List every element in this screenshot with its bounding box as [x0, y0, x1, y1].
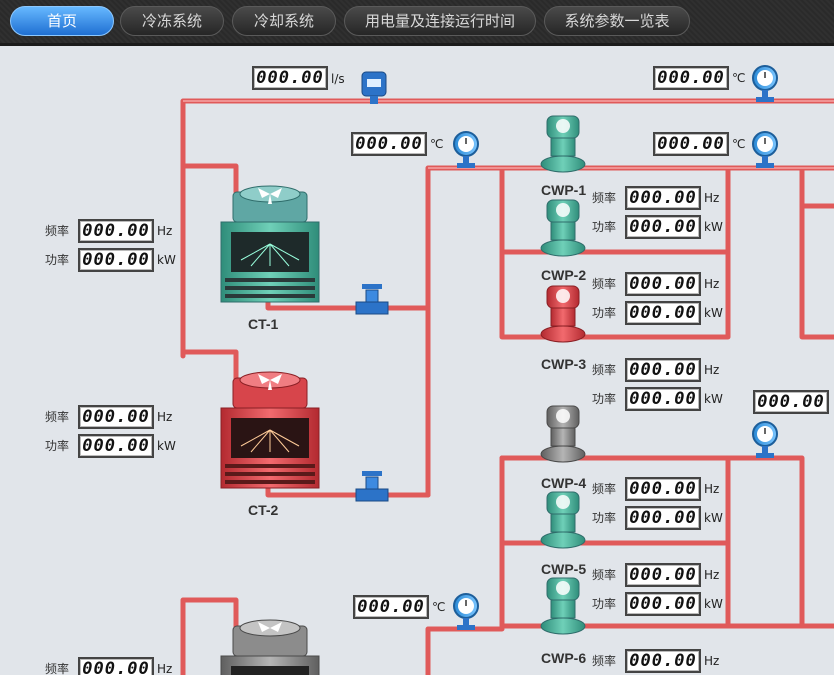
cwp3-name: CWP-3	[541, 356, 587, 372]
cwp5-freq-label: 频率	[592, 568, 617, 582]
hz-unit: Hz	[704, 568, 720, 582]
cwp2-power-label: 功率	[592, 306, 617, 320]
cwp1-power-readout: 000.00	[625, 215, 701, 239]
cwp1-freq-label: 频率	[592, 191, 617, 205]
cwp4-freq-readout: 000.00	[625, 477, 701, 501]
ct1-power-label: 功率	[45, 253, 70, 267]
cwp2-freq-readout: 000.00	[625, 272, 701, 296]
kw-unit: kW	[704, 597, 723, 611]
hz-unit: Hz	[704, 363, 720, 377]
kw-unit: kW	[157, 439, 176, 453]
cwp5-freq-readout: 000.00	[625, 563, 701, 587]
kw-unit: kW	[704, 511, 723, 525]
gauge-icons	[453, 65, 778, 630]
cwp6-freq-label: 频率	[592, 654, 617, 668]
ct1-freq-readout: 000.00	[78, 219, 154, 243]
cooling-water-diagram: 000.00 l/s 000.00 ℃ 000.00 ℃ 000.00 ℃ 00…	[0, 46, 834, 675]
kw-unit: kW	[704, 306, 723, 320]
tab-energy-runtime[interactable]: 用电量及连接运行时间	[344, 6, 536, 36]
cooling-tower-ct1-icon[interactable]	[220, 185, 320, 303]
cwp4-power-readout: 000.00	[625, 506, 701, 530]
cwp3-freq-readout: 000.00	[625, 358, 701, 382]
ct2-power-label: 功率	[45, 439, 70, 453]
valve-icons	[355, 284, 389, 502]
kw-unit: kW	[704, 220, 723, 234]
top-nav: 首页 冷冻系统 冷却系统 用电量及连接运行时间 系统参数一览表	[0, 0, 834, 46]
cwp1-power-label: 功率	[592, 220, 617, 234]
cwp5-power-readout: 000.00	[625, 592, 701, 616]
temp-right-mid-readout: 000.00	[753, 390, 829, 414]
ct2-power-readout: 000.00	[78, 434, 154, 458]
temp-bottom-readout: 000.00	[353, 595, 429, 619]
kw-unit: kW	[704, 392, 723, 406]
temp-unit: ℃	[732, 71, 746, 85]
pipe-network	[180, 65, 834, 675]
cwp3-freq-label: 频率	[592, 363, 617, 377]
hz-unit: Hz	[157, 224, 173, 238]
ct3-freq-label: 频率	[45, 662, 70, 675]
ct1-freq-label: 频率	[45, 224, 70, 238]
kw-unit: kW	[157, 253, 176, 267]
ct2-name: CT-2	[248, 502, 279, 518]
cwp4-name: CWP-4	[541, 475, 587, 491]
cwp1-name: CWP-1	[541, 182, 587, 198]
pump-cwp6-icon[interactable]	[540, 577, 586, 635]
cwp5-name: CWP-5	[541, 561, 587, 577]
cwp2-name: CWP-2	[541, 267, 587, 283]
cwp1-freq-readout: 000.00	[625, 186, 701, 210]
cwp5-power-label: 功率	[592, 597, 617, 611]
hz-unit: Hz	[157, 410, 173, 424]
flow-meter-icon	[361, 71, 387, 104]
ct1-power-readout: 000.00	[78, 248, 154, 272]
pump-cwp2-icon[interactable]	[540, 199, 586, 257]
cooling-tower-ct3-icon[interactable]	[220, 619, 320, 675]
pump-cwp5-icon[interactable]	[540, 491, 586, 549]
temp-unit: ℃	[432, 600, 446, 614]
hz-unit: Hz	[157, 662, 173, 675]
cwp3-power-readout: 000.00	[625, 387, 701, 411]
pump-cwp3-icon[interactable]	[540, 285, 586, 343]
temp-top-right-readout: 000.00	[653, 66, 729, 90]
temp-cwp-out-readout: 000.00	[653, 132, 729, 156]
tab-home[interactable]: 首页	[10, 6, 114, 36]
tab-system-params[interactable]: 系统参数一览表	[544, 6, 690, 36]
hz-unit: Hz	[704, 277, 720, 291]
cwp4-freq-label: 频率	[592, 482, 617, 496]
ct2-freq-readout: 000.00	[78, 405, 154, 429]
pump-cwp1-icon[interactable]	[540, 115, 586, 173]
cwp4-power-label: 功率	[592, 511, 617, 525]
pipe-highlights	[183, 100, 834, 169]
temp-unit: ℃	[430, 137, 444, 151]
hz-unit: Hz	[704, 654, 720, 668]
ct3-freq-readout: 000.00	[78, 657, 154, 675]
ct2-freq-label: 频率	[45, 410, 70, 424]
pump-cwp4-icon[interactable]	[540, 405, 586, 463]
temp-unit: ℃	[732, 137, 746, 151]
hz-unit: Hz	[704, 191, 720, 205]
cwp3-power-label: 功率	[592, 392, 617, 406]
pump-icons	[540, 115, 586, 635]
tab-chilled-system[interactable]: 冷冻系统	[120, 6, 224, 36]
cwp6-name: CWP-6	[541, 650, 587, 666]
flow-readout: 000.00	[252, 66, 328, 90]
flow-unit: l/s	[331, 72, 345, 86]
cwp2-freq-label: 频率	[592, 277, 617, 291]
temp-ct-supply-readout: 000.00	[351, 132, 427, 156]
tab-cooling-system[interactable]: 冷却系统	[232, 6, 336, 36]
hz-unit: Hz	[704, 482, 720, 496]
cwp6-freq-readout: 000.00	[625, 649, 701, 673]
ct1-name: CT-1	[248, 316, 279, 332]
cooling-tower-ct2-icon[interactable]	[220, 371, 320, 489]
cwp2-power-readout: 000.00	[625, 301, 701, 325]
